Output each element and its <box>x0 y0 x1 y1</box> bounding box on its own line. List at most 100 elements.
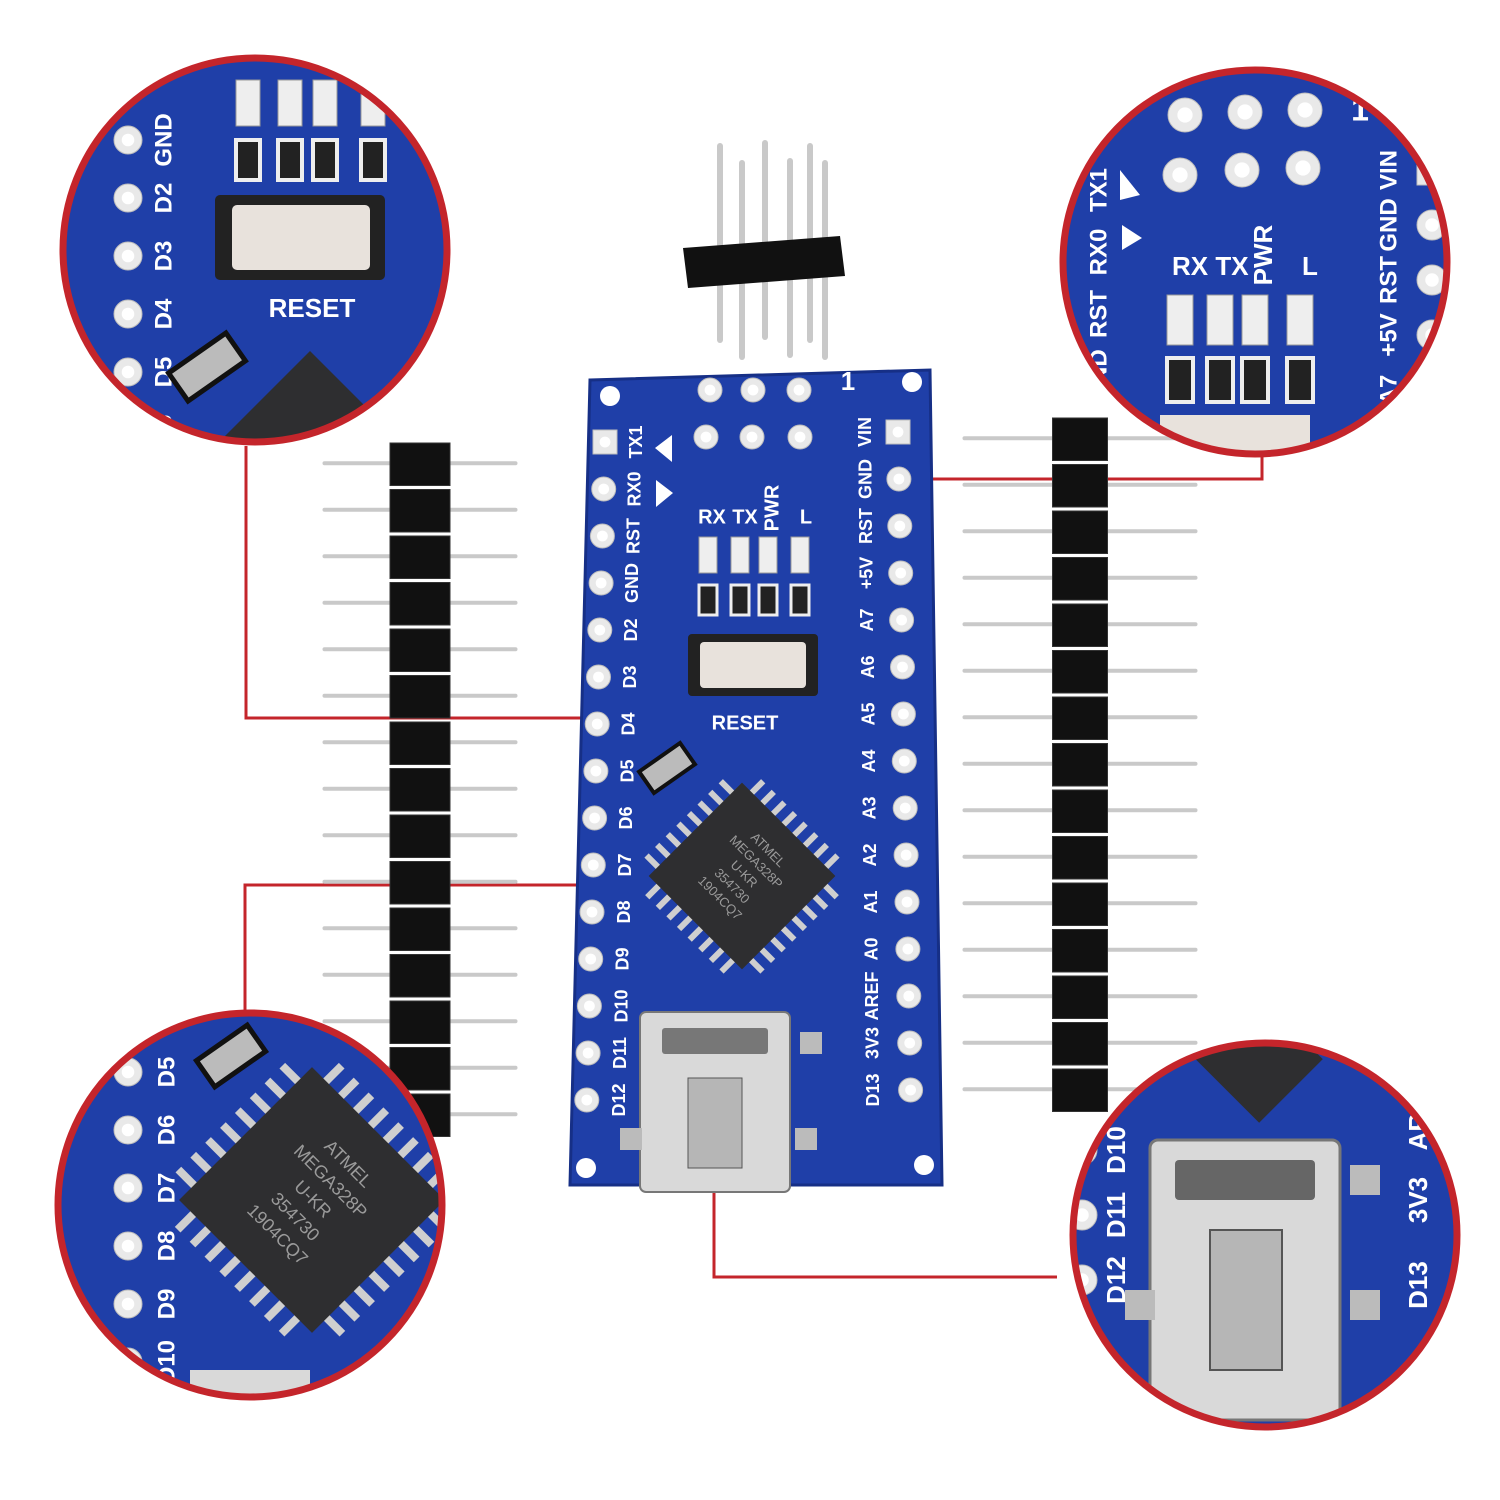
callout-right-pin-label: VIN <box>1375 150 1402 190</box>
left-header-plastic <box>389 442 451 486</box>
callout-chip-zoom: D5D6D7D8D9D10ATMELMEGA328PU-KR3547301904… <box>54 1009 446 1401</box>
chip-lead <box>676 821 694 839</box>
led-label: L <box>800 506 812 528</box>
callout-right-pin-label: 3V3 <box>1403 1177 1433 1223</box>
header-pin <box>762 140 768 340</box>
right-header-plastic <box>1052 929 1108 973</box>
right-pin-label: A6 <box>858 655 878 678</box>
callout-resistor <box>1285 356 1315 404</box>
right-pin-label: VIN <box>855 417 875 447</box>
left-header-plastic <box>389 535 451 579</box>
right-pad-hole <box>895 567 907 579</box>
callout-pad-hole <box>121 1181 135 1195</box>
right-header-plastic <box>1052 1022 1108 1066</box>
callout-chip-body <box>179 1067 442 1333</box>
left-pin-label: D9 <box>613 947 633 970</box>
icsp-header-part <box>683 140 845 360</box>
chip-lead <box>758 946 776 963</box>
led-label: RX <box>698 506 726 528</box>
callout-chip-lead <box>337 1298 361 1322</box>
left-pad-hole <box>586 906 598 918</box>
right-header-plastic <box>1052 1068 1108 1112</box>
left-header-plastic <box>389 721 451 765</box>
callout-chip-lead <box>366 1107 390 1130</box>
left-pad-hole <box>587 859 599 871</box>
callout-chip-lead <box>410 1151 434 1175</box>
callout-chip-lead <box>279 1062 303 1086</box>
callout-chip-lead <box>264 1077 288 1101</box>
left-pad-hole <box>594 624 606 636</box>
callout-right-pin-label: D13 <box>1403 1261 1433 1309</box>
left-pad-hole <box>584 1000 595 1012</box>
right-header-plastic <box>1052 743 1108 787</box>
right-header-plastic <box>1052 603 1108 647</box>
callout-resistor <box>311 138 339 182</box>
left-pad-hole <box>589 812 600 824</box>
callout-chip-lead <box>396 1137 419 1160</box>
right-pad-hole <box>904 1037 916 1049</box>
left-pad-hole <box>593 671 604 683</box>
chip-lead <box>687 924 705 942</box>
left-header-plastic <box>389 768 451 812</box>
left-pin-label: D5 <box>617 759 637 782</box>
callout-resistor <box>1165 356 1195 404</box>
chip-lead <box>665 832 683 850</box>
callout-pad <box>113 415 143 442</box>
chip-lead <box>811 892 829 910</box>
chip-lead <box>801 832 819 850</box>
left-header-plastic <box>389 907 451 951</box>
callout-arrow <box>1120 170 1140 200</box>
smd-led <box>790 536 810 574</box>
left-pad-hole <box>585 953 597 965</box>
reset-label: RESET <box>712 712 779 734</box>
mount-hole <box>902 372 922 392</box>
callout-led <box>1241 294 1269 346</box>
led-label: TX <box>732 506 758 528</box>
chip-lead <box>821 882 839 900</box>
callout-pin-label: D3 <box>150 241 177 272</box>
chip-lead <box>697 800 715 818</box>
left-pin-label: D10 <box>611 989 631 1022</box>
tx-arrow <box>655 435 672 462</box>
callout-icsp-pad-hole <box>1234 162 1250 178</box>
callout-pad-hole <box>1075 1208 1089 1222</box>
left-pin-label: D3 <box>620 665 640 688</box>
chip-lead <box>708 946 726 963</box>
left-pin-header <box>322 442 518 1137</box>
right-pad-hole <box>900 849 912 861</box>
right-header-plastic <box>1052 696 1108 740</box>
callout-ring <box>1069 1039 1461 1431</box>
callout-chip-lead <box>249 1092 273 1116</box>
left-pin-label: D11 <box>610 1037 630 1069</box>
callout-pad-hole <box>121 1297 135 1311</box>
callout-usb-tab <box>1125 1290 1155 1320</box>
callout-reset-button <box>232 205 370 270</box>
icsp-pin1-label: 1 <box>841 366 855 396</box>
left-header-plastic <box>389 675 451 719</box>
left-pin-label: D8 <box>614 900 634 923</box>
callout-pad-hole <box>121 191 135 205</box>
callout-pin-label: TX1 <box>1085 168 1112 212</box>
usb-tongue <box>687 1077 743 1169</box>
chip-lead <box>655 842 672 860</box>
right-header-plastic <box>1052 975 1108 1019</box>
callout-chip-lead <box>190 1151 214 1175</box>
callout-chip-lead <box>381 1122 404 1145</box>
callout-led-label: RX <box>1172 251 1209 281</box>
left-pin-label: TX1 <box>626 425 646 458</box>
callout-pin-label: D7 <box>153 1173 180 1204</box>
right-pad-hole <box>898 755 910 767</box>
left-header-plastic <box>389 628 451 672</box>
callout-ring <box>54 1009 446 1401</box>
chip-lead <box>779 924 797 942</box>
callout-chip-lead <box>204 1239 228 1263</box>
left-pin-label: D4 <box>619 712 639 735</box>
usb-tab <box>620 1128 642 1150</box>
usb-opening <box>662 1028 768 1054</box>
left-header-plastic <box>389 489 451 533</box>
